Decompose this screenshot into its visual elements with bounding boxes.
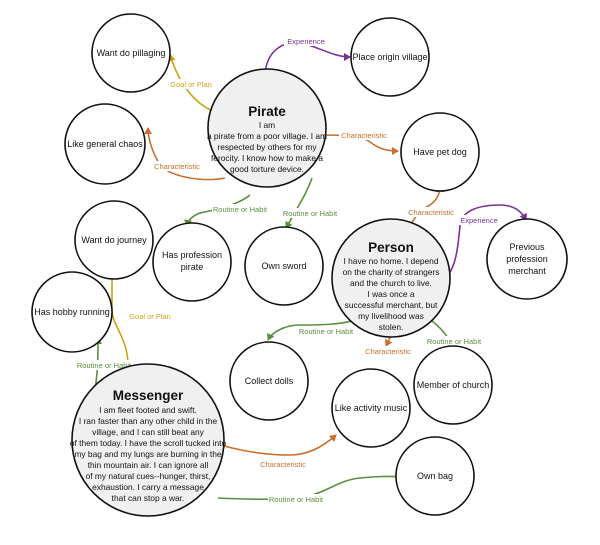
node-own-sword: Own sword — [244, 226, 324, 306]
main-node-line: a pirate from a poor village. I am — [207, 131, 327, 141]
edge-pirate-profession — [184, 194, 251, 227]
main-node-line: I ran faster than any other child in the — [79, 416, 218, 426]
edge-label-text: Characteristic — [260, 460, 306, 469]
main-node-line: of my natural cues--hunger, thirst, — [86, 471, 211, 481]
edge-pirate-pillaging — [168, 54, 216, 113]
main-node-line: good torture device. — [230, 164, 304, 174]
node-label-line: Have pet dog — [413, 147, 467, 157]
node-have-pet-dog: Have pet dog — [400, 112, 480, 192]
node-has-profession-pirate: Has profession pirate — [152, 222, 232, 302]
edge-label-text: Goal or Plan — [129, 312, 171, 321]
main-node-line: exhaustion. I carry a message — [92, 482, 204, 492]
main-node-line: thin mountain air. I can ignore all — [88, 460, 209, 470]
main-node-pirate: Pirate I am a pirate from a poor village… — [207, 68, 327, 188]
edge-label-person-dolls: Routine or Habit — [298, 326, 354, 336]
edge-label-pirate-profession: Routine or Habit — [212, 204, 268, 214]
edge-label-messenger-running: Routine or Habit — [76, 360, 132, 370]
edge-label-text: Routine or Habit — [269, 495, 324, 504]
edge-label-text: Characteristic — [365, 347, 411, 356]
node-label-line: Want do journey — [81, 235, 147, 245]
node-label-line: Has hobby running — [34, 307, 110, 317]
node-like-activity-music: Like activity music — [331, 368, 411, 448]
edge-label-text: Experience — [287, 37, 325, 46]
main-node-person: Person I have no home. I depend on the c… — [331, 218, 451, 338]
edge-label-text: Routine or Habit — [299, 327, 354, 336]
edge-label-messenger-journey: Goal or Plan — [126, 311, 174, 321]
node-label-line: profession — [506, 254, 548, 264]
main-node-messenger: Messenger I am fleet footed and swift. I… — [70, 363, 227, 517]
main-node-line: I have no home. I depend — [344, 256, 439, 266]
edge-label-text: Routine or Habit — [77, 361, 132, 370]
edge-label-pirate-chaos: Characteristic — [152, 161, 202, 171]
edge-label-pirate-sword: Routine or Habit — [282, 208, 338, 218]
edge-label-person-church: Routine or Habit — [426, 336, 482, 346]
node-want-do-journey: Want do journey — [74, 200, 154, 280]
node-label-line: Has profession — [162, 250, 222, 260]
node-label-line: Place origin village — [352, 52, 427, 62]
main-node-line: I am fleet footed and swift. — [99, 405, 197, 415]
edge-label-text: Routine or Habit — [213, 205, 268, 214]
node-collect-dolls: Collect dolls — [229, 341, 309, 421]
edge-label-pirate-pillaging: Goal or Plan — [168, 79, 214, 89]
node-label-line: Like general chaos — [67, 139, 143, 149]
edge-person-merchant — [444, 204, 527, 279]
node-label-line: merchant — [508, 266, 546, 276]
edge-pirate-origin — [264, 42, 351, 74]
edge-label-person-music: Characteristic — [363, 346, 413, 356]
main-node-line: respected by others for my — [217, 142, 317, 152]
node-label-line: Member of church — [417, 380, 490, 390]
edge-labels: Experience Goal or Plan Characteristic C… — [76, 36, 501, 504]
edge-label-text: Experience — [460, 216, 498, 225]
edge-label-text: Characteristic — [154, 162, 200, 171]
edge-label-pirate-petdog: Characteristic — [339, 130, 389, 140]
main-node-title: Pirate — [248, 104, 286, 119]
edge-messenger-bag — [217, 472, 403, 501]
main-node-line: I am — [259, 120, 275, 130]
node-label-line: Collect dolls — [245, 376, 294, 386]
edge-label-messenger-music: Characteristic — [258, 459, 308, 469]
node-label-line: Like activity music — [335, 403, 408, 413]
node-like-general-chaos: Like general chaos — [64, 103, 146, 185]
main-node-line: my bag and my lungs are burning in the — [74, 449, 221, 459]
main-node-line: stolen. — [379, 322, 404, 332]
main-node-line: on the charity of strangers — [343, 267, 440, 277]
edge-person-dolls — [267, 317, 361, 341]
node-member-of-church: Member of church — [413, 345, 493, 425]
node-want-pillaging: Want do pillaging — [91, 13, 171, 93]
edge-label-text: Characteristic — [341, 131, 387, 140]
edge-label-text: Routine or Habit — [283, 209, 338, 218]
edge-label-person-merchant: Experience — [457, 215, 501, 225]
edge-pirate-petdog — [314, 134, 399, 155]
edge-label-text: Routine or Habit — [427, 337, 482, 346]
main-node-line: and the church to live. — [350, 278, 432, 288]
node-label-line: pirate — [181, 262, 204, 272]
main-node-line: of them today. I have the scroll tucked … — [70, 438, 227, 448]
node-has-hobby-running: Has hobby running — [31, 271, 113, 353]
main-node-line: I was once a — [367, 289, 414, 299]
node-previous-profession-merchant: Previous profession merchant — [486, 218, 568, 300]
edge-label-messenger-bag: Routine or Habit — [268, 494, 324, 504]
main-node-line: that can stop a war. — [112, 493, 185, 503]
edge-pirate-sword — [285, 177, 313, 229]
node-label-line: Own sword — [261, 261, 306, 271]
main-node-title: Messenger — [113, 388, 184, 403]
node-label-line: Own bag — [417, 471, 453, 481]
edge-label-pirate-origin: Experience — [284, 36, 328, 46]
main-node-title: Person — [368, 240, 414, 255]
node-place-origin-village: Place origin village — [350, 17, 430, 97]
edge-label-text: Goal or Plan — [170, 80, 212, 89]
main-node-line: village, and I can still beat any — [92, 427, 205, 437]
edge-label-text: Characteristic — [408, 208, 454, 217]
node-label-line: Previous — [509, 242, 545, 252]
main-node-line: ferocity. I know how to make a — [211, 153, 323, 163]
node-label-line: Want do pillaging — [97, 48, 166, 58]
main-node-line: my livelihood was — [358, 311, 424, 321]
main-node-line: successful merchant, but — [345, 300, 438, 310]
edge-label-person-petdog: Characteristic — [406, 207, 456, 217]
node-own-bag: Own bag — [395, 436, 475, 516]
